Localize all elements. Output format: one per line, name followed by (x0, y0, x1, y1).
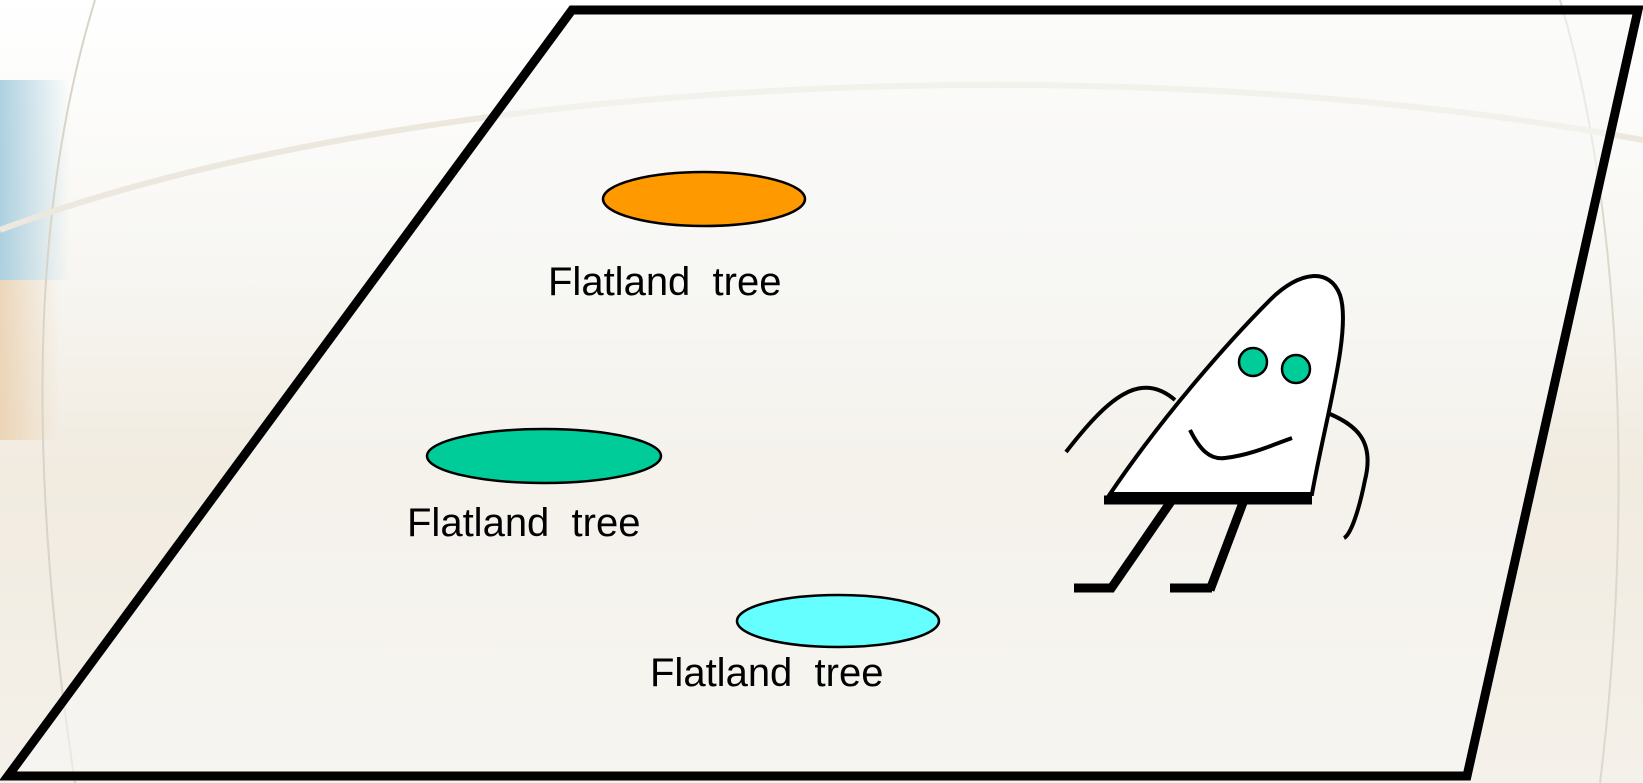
tree-label-3: Flatland tree (650, 651, 884, 695)
character-left-eye (1237, 346, 1269, 378)
character-right-eye (1280, 353, 1312, 385)
character-left-arm (1064, 385, 1177, 454)
tree-label-2: Flatland tree (407, 501, 641, 545)
flatland-plane (0, 5, 1643, 781)
tree-1-ellipse (601, 170, 807, 228)
tree-2-ellipse (425, 427, 663, 485)
character-mouth (1188, 429, 1293, 461)
tree-3-ellipse (735, 593, 941, 649)
tree-label-1: Flatland tree (548, 260, 782, 304)
background-blue-accent (0, 80, 70, 280)
character-right-leg (1205, 498, 1249, 592)
flatlander-character (1064, 274, 1370, 593)
character-left-leg (1106, 497, 1176, 593)
character-right-arm (1329, 412, 1370, 540)
background-arc-left (41, 0, 96, 783)
background-peach-accent (0, 280, 60, 440)
